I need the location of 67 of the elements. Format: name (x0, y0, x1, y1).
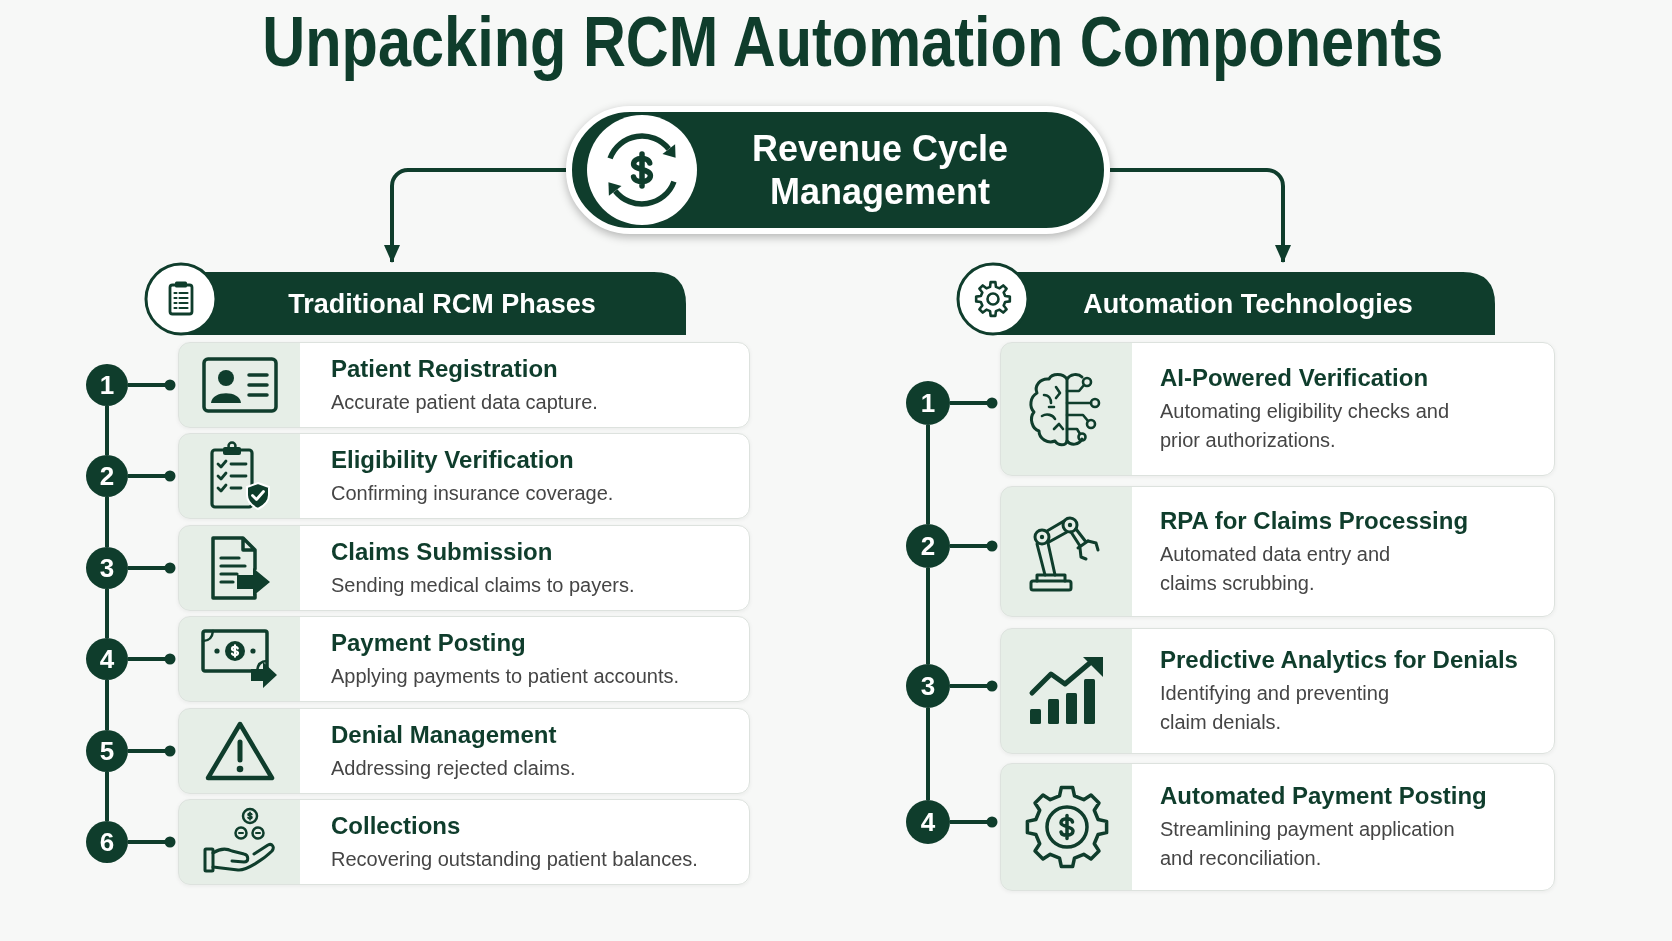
technology-card (1000, 763, 1555, 891)
step-number: 1 (906, 381, 950, 425)
phase-card (178, 708, 750, 794)
card-description: Confirming insurance coverage. (331, 480, 614, 506)
dot-connector (128, 836, 176, 848)
technology-card (1000, 342, 1555, 476)
phase-card (178, 342, 750, 428)
dot-connector (950, 816, 998, 828)
card-title: Patient Registration (331, 353, 558, 384)
dot-connector (950, 397, 998, 409)
card-title: Claims Submission (331, 536, 553, 567)
card-description: Addressing rejected claims. (331, 755, 576, 781)
hub-pill (566, 106, 1110, 234)
section-header (144, 262, 686, 335)
dot-connector (950, 680, 998, 692)
card-description: Sending medical claims to payers. (331, 572, 635, 598)
dot-connector (128, 745, 176, 757)
arrow (384, 168, 566, 263)
step-number: 6 (86, 821, 128, 863)
step-number: 5 (86, 730, 128, 772)
step-number: 4 (906, 800, 950, 844)
section-header (956, 262, 1495, 335)
section-title: Automation Technologies (1083, 287, 1413, 321)
connector-line (105, 589, 109, 638)
connector-line (926, 708, 930, 800)
phase-card (178, 799, 750, 885)
dot-connector (950, 540, 998, 552)
card-description: Applying payments to patient accounts. (331, 663, 679, 689)
card-title: RPA for Claims Processing (1160, 505, 1469, 536)
card-description: Streamlining payment application and reconciliation. (1160, 817, 1456, 871)
step-number: 3 (906, 664, 950, 708)
phase-card (178, 616, 750, 702)
connector-line (105, 772, 109, 821)
dot-connector (128, 653, 176, 665)
card-title: Payment Posting (331, 627, 526, 658)
section-title: Traditional RCM Phases (288, 287, 596, 321)
step-number: 2 (86, 455, 128, 497)
card-description: Accurate patient data capture. (331, 389, 598, 415)
card-title: Eligibility Verification (331, 444, 574, 475)
card-description: Identifying and preventing claim denials. (1160, 681, 1391, 735)
card-description: Automated data entry and claims scrubbing. (1160, 541, 1392, 596)
step-number: 2 (906, 524, 950, 568)
card-description: Automating eligibility checks and prior authorizations. (1160, 399, 1451, 453)
connector-line (926, 425, 930, 524)
card-title: Automated Payment Posting (1160, 781, 1487, 811)
step-number: 4 (86, 638, 128, 680)
technology-card (1000, 628, 1555, 754)
card-title: Collections (331, 810, 461, 841)
phase-card (178, 525, 750, 611)
phase-card (178, 433, 750, 519)
connector-line (926, 568, 930, 664)
step-number: 1 (86, 364, 128, 406)
connector-line (105, 406, 109, 455)
dot-connector (128, 470, 176, 482)
dot-connector (128, 562, 176, 574)
hub-title: Revenue Cycle Management (750, 127, 1010, 213)
connector-line (105, 497, 109, 547)
card-description: Recovering outstanding patient balances. (331, 846, 698, 872)
card-title: Predictive Analytics for Denials (1160, 645, 1518, 675)
step-number: 3 (86, 547, 128, 589)
connector-line (105, 680, 109, 730)
dot-connector (128, 379, 176, 391)
card-title: Denial Management (331, 719, 557, 750)
card-title: AI-Powered Verification (1160, 363, 1429, 393)
technology-card (1000, 486, 1555, 617)
arrow (1110, 168, 1291, 263)
title: Unpacking RCM Automation Components (262, 4, 1444, 81)
